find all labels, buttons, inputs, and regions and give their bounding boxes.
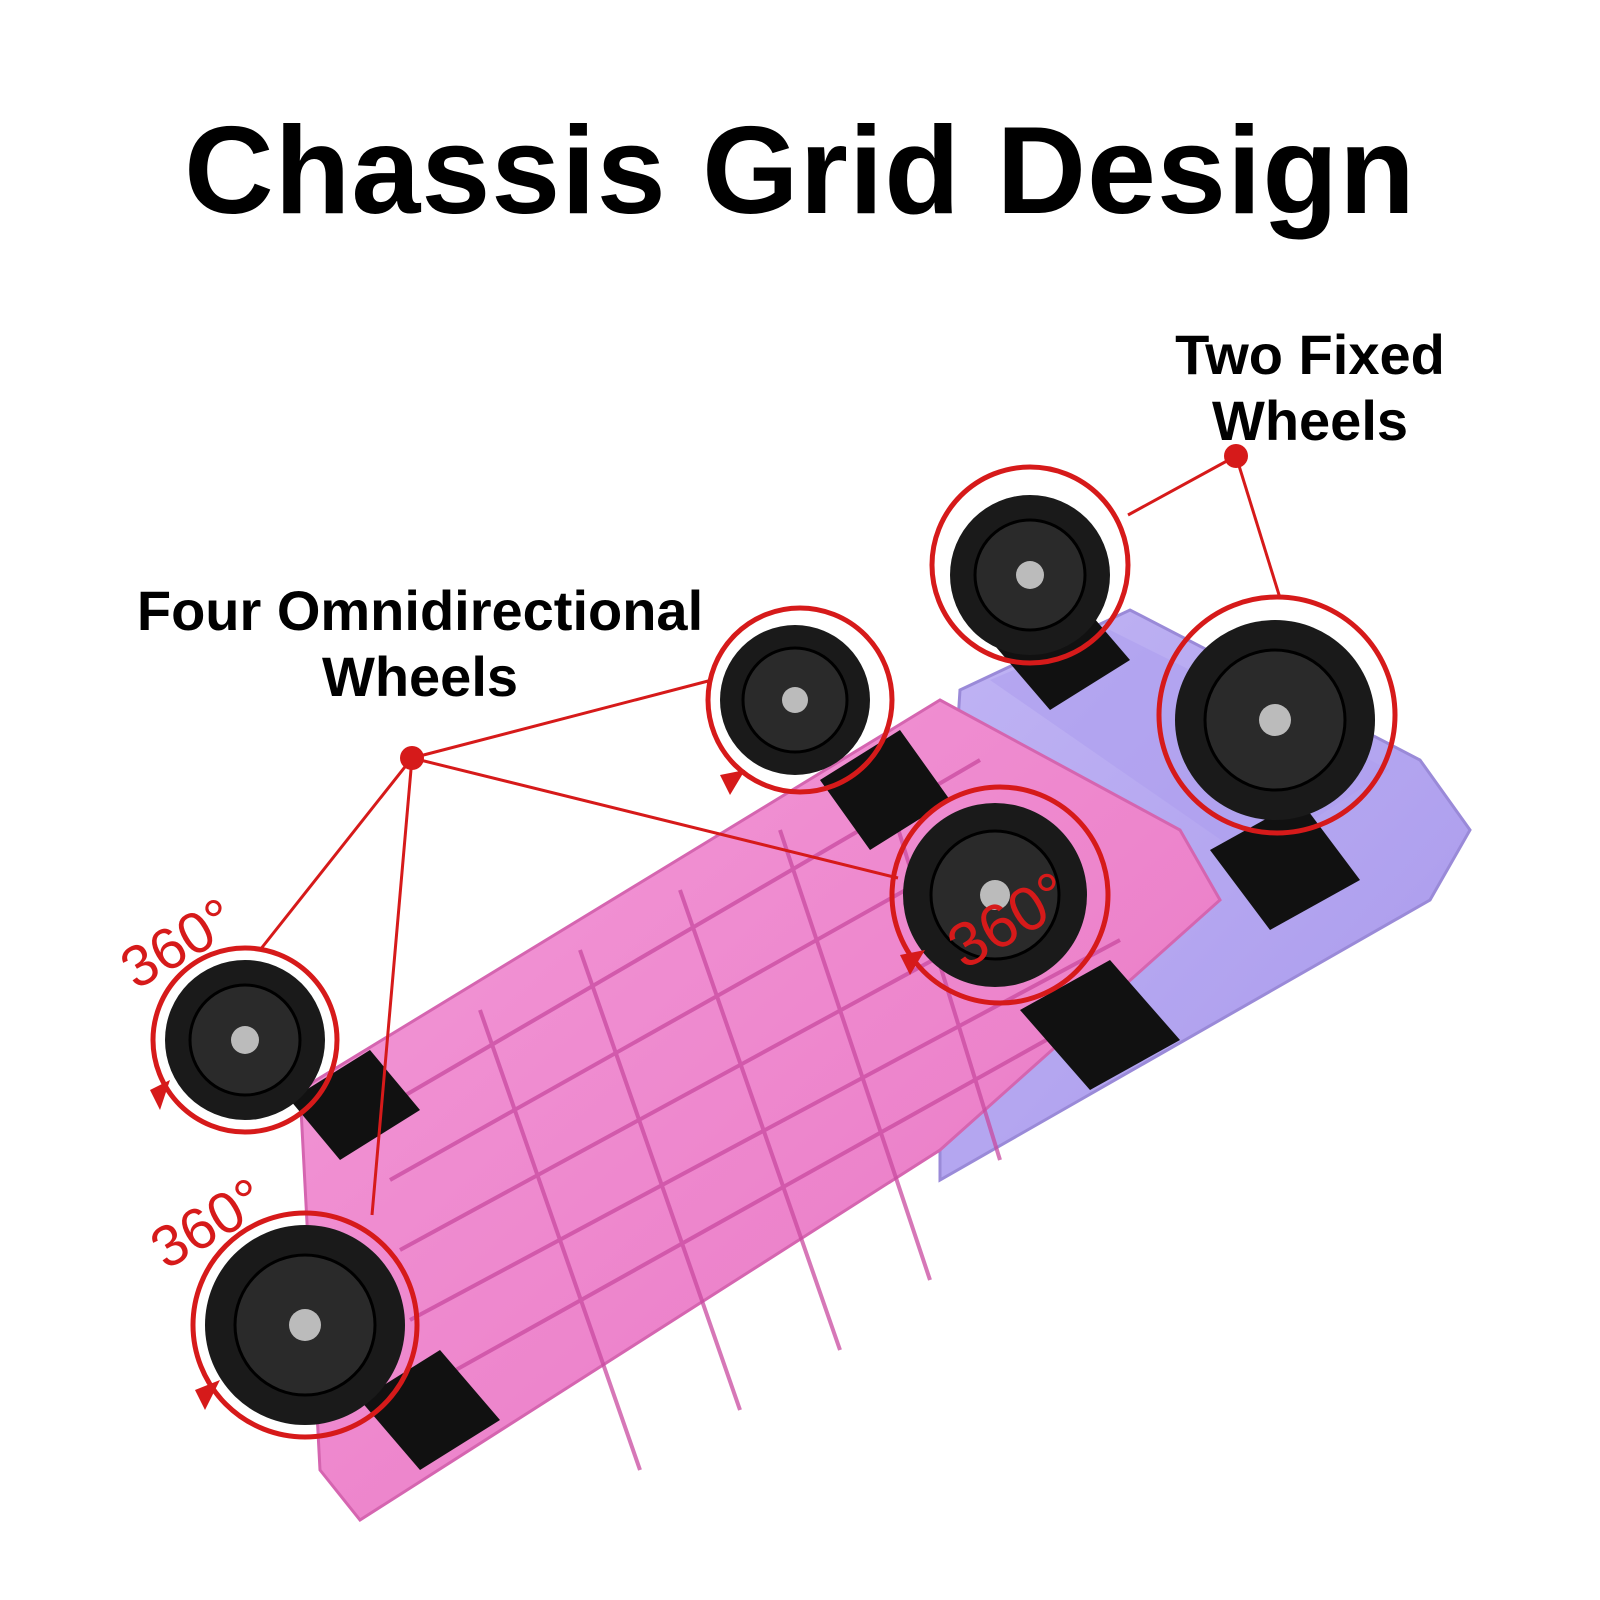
omni-callout-dot	[400, 746, 424, 770]
wheel-front-left-top	[165, 960, 325, 1120]
fixed-label-line2: Wheels	[1211, 389, 1409, 453]
rotation-arrows	[150, 770, 925, 1410]
mount-plates	[290, 590, 1360, 1470]
wheel-front-left-bottom	[205, 1225, 405, 1425]
omnidirectional-wheels-label: Four Omnidirectional Wheels	[100, 578, 740, 710]
fixed-callout-dot	[1224, 444, 1248, 468]
wheel-fixed-top	[950, 495, 1110, 655]
wheel-middle-bottom	[903, 803, 1087, 987]
callout-circles	[150, 464, 1398, 1440]
omni-label-line1: Four Omnidirectional	[136, 579, 704, 642]
page-title: Chassis Grid Design	[184, 102, 1416, 240]
fixed-label-line1: Two Fixed	[1175, 323, 1445, 386]
wheel-middle-top	[720, 625, 870, 775]
callout-lines	[258, 454, 1282, 1216]
wheel-fixed-bottom	[1175, 620, 1375, 820]
omni-label-line2: Wheels	[321, 645, 519, 709]
fixed-wheels-label: Two Fixed Wheels	[1120, 322, 1500, 454]
